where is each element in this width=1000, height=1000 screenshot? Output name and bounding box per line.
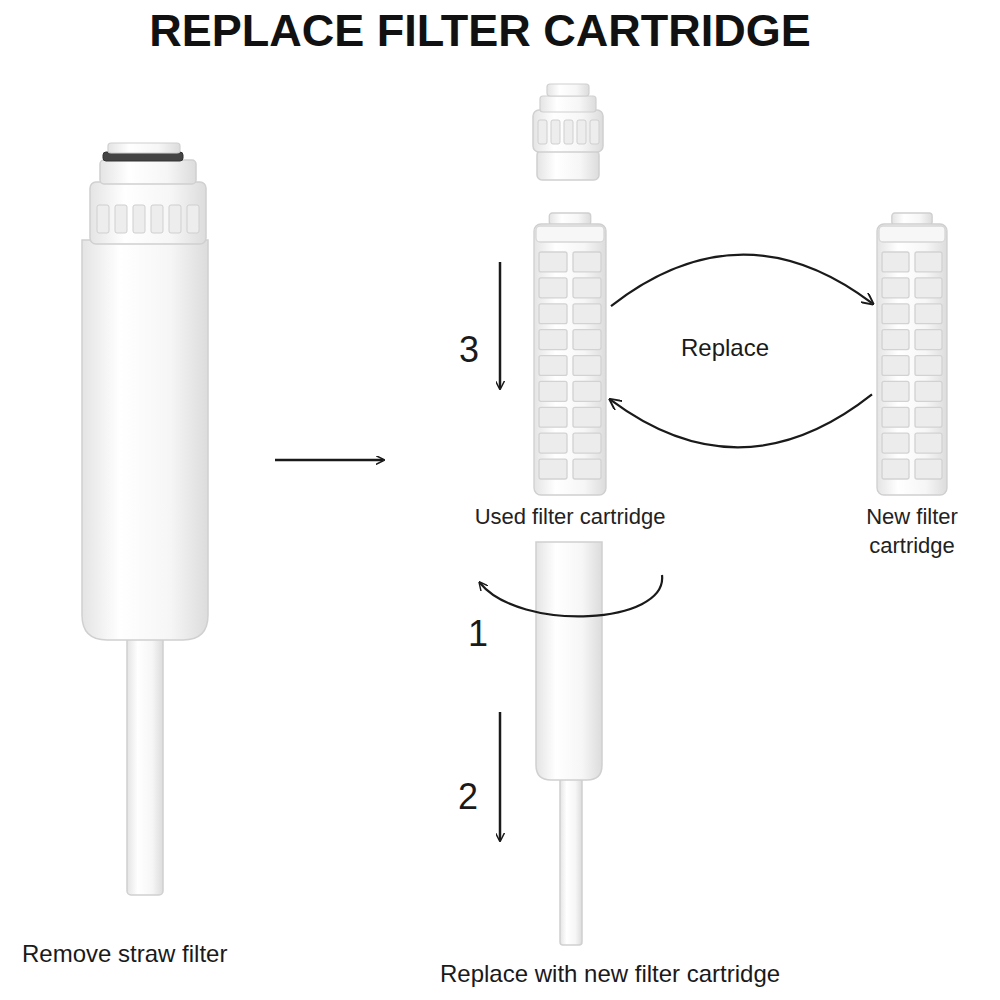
filter-cartridge: New filter cartridge	[876, 212, 948, 497]
filter-housing	[536, 542, 602, 945]
rotate-arrow	[480, 575, 662, 616]
filter-cartridge: Used filter cartridge	[533, 212, 607, 497]
filter-cartridge-shape	[533, 212, 607, 497]
flow-arrow	[275, 459, 383, 462]
cartridge-label: New filter cartridge	[842, 503, 982, 560]
filter-cartridge-shape	[876, 212, 948, 497]
callout-number: 2	[458, 775, 478, 818]
replace-label: Replace	[681, 334, 769, 363]
filter-cap	[533, 84, 603, 180]
replace-arrow	[611, 394, 872, 447]
step-arrow	[499, 262, 502, 388]
callout-number: 3	[459, 328, 479, 371]
replace-arrow	[611, 255, 872, 306]
cartridge-label: Used filter cartridge	[475, 503, 666, 532]
straw-filter-assembled	[82, 143, 208, 895]
step-arrow	[499, 712, 502, 840]
caption-text: Replace with new filter cartridge	[440, 960, 780, 989]
caption-text: Remove straw filter	[22, 940, 227, 969]
callout-number: 1	[468, 612, 488, 655]
title: REPLACE FILTER CARTRIDGE	[0, 4, 960, 58]
